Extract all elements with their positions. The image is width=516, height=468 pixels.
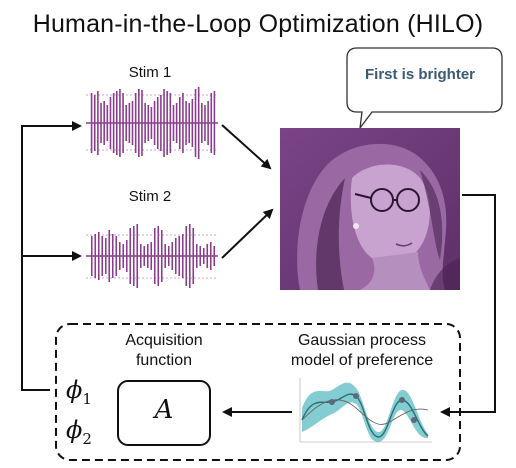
person-portrait [280,128,460,290]
gp-label-line1: Gaussian process [297,332,427,349]
arrow-params-to-stim1 [21,121,82,391]
arrow-person-to-gp [440,194,496,417]
speech-bubble [346,47,503,131]
arrow-stim2-to-person [221,208,274,259]
stim2-label: Stim 2 [128,188,172,205]
stim1-label: Stim 1 [128,64,172,81]
gp-label-line2: model of preference [290,352,434,369]
acquisition-function-box [117,380,211,446]
gp-model-label: Gaussian process model of preference [262,331,462,371]
acquisition-label-line1: Acquisition [125,332,203,349]
diagram-title: Human-in-the-Loop Optimization (HILO) [32,10,484,38]
param-phi1: ϕ1 [66,376,92,408]
acquisition-label-line2: function [135,352,193,369]
speech-text: First is brighter [364,66,476,83]
arrow-stim1-to-person [221,124,272,170]
stim1-waveform [86,87,218,159]
acquisition-function-label: Acquisition function [96,331,232,371]
gp-preference-plot [299,378,432,443]
param-phi2: ϕ2 [66,416,92,448]
optimization-loop-box [55,323,461,461]
acquisition-symbol: A [154,395,174,425]
stim2-waveform [86,224,218,288]
